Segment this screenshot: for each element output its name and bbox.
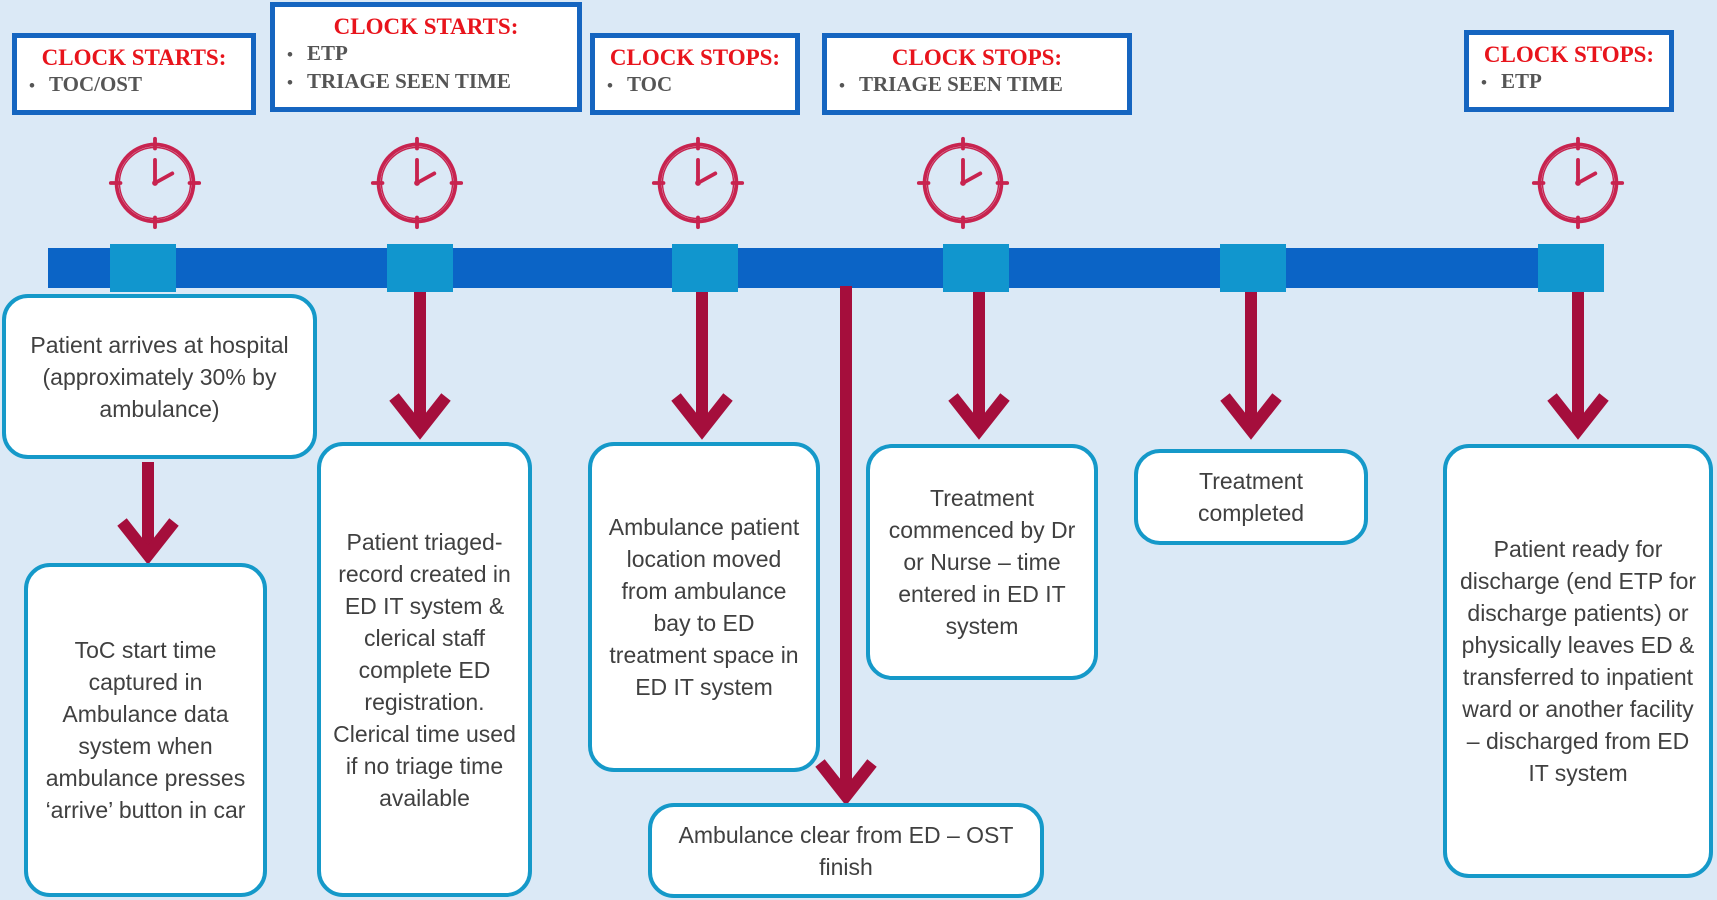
step-text: Patient triaged- record created in ED IT… — [333, 528, 516, 811]
down-arrow — [1220, 292, 1282, 440]
clock-icon — [916, 136, 1010, 230]
down-arrow — [389, 292, 451, 440]
step-patient-arrives: Patient arrives at hospital (approximate… — [2, 294, 317, 459]
clock-box-item: TOC — [607, 71, 783, 99]
clock-box-title: CLOCK STARTS: — [41, 45, 227, 70]
down-arrow — [1547, 292, 1609, 440]
timeline-marker — [1538, 244, 1604, 292]
timeline-marker — [1220, 244, 1286, 292]
step-patient-discharge: Patient ready for discharge (end ETP for… — [1443, 444, 1713, 878]
clock-icon — [108, 136, 202, 230]
down-arrow — [815, 286, 877, 806]
clock-box-title: CLOCK STARTS: — [333, 14, 519, 39]
step-text: Ambulance patient location moved from am… — [608, 514, 800, 700]
clock-icon — [651, 136, 745, 230]
clock-box-item: ETP — [287, 40, 565, 68]
step-ambulance-location-moved: Ambulance patient location moved from am… — [588, 442, 820, 772]
timeline-bar — [48, 248, 1604, 288]
clock-box-title: CLOCK STOPS: — [1483, 42, 1655, 67]
step-ambulance-clear: Ambulance clear from ED – OST finish — [648, 803, 1044, 898]
timeline-marker — [672, 244, 738, 292]
step-text: ToC start time captured in Ambulance dat… — [45, 637, 246, 823]
step-treatment-completed: Treatment completed — [1134, 449, 1368, 545]
down-arrow — [117, 462, 179, 565]
clock-box-item: TOC/OST — [29, 71, 239, 99]
timeline-marker — [387, 244, 453, 292]
clock-box-item: TRIAGE SEEN TIME — [287, 68, 565, 96]
clock-box-title: CLOCK STOPS: — [891, 45, 1063, 70]
step-text: Patient arrives at hospital (approximate… — [30, 331, 289, 422]
timeline-marker — [943, 244, 1009, 292]
step-patient-triaged: Patient triaged- record created in ED IT… — [317, 442, 532, 897]
down-arrow — [671, 292, 733, 440]
clock-icon — [1531, 136, 1625, 230]
clock-box-toc-ost-start: CLOCK STARTS: TOC/OST — [12, 33, 256, 115]
clock-box-title: CLOCK STOPS: — [609, 45, 781, 70]
step-text: Patient ready for discharge (end ETP for… — [1459, 536, 1697, 786]
clock-box-triage-stop: CLOCK STOPS: TRIAGE SEEN TIME — [822, 33, 1132, 115]
clock-box-etp-stop: CLOCK STOPS: ETP — [1464, 30, 1674, 112]
step-text: Treatment completed — [1197, 468, 1305, 526]
step-treatment-commenced: Treatment commenced by Dr or Nurse – tim… — [866, 444, 1098, 680]
clock-box-etp-triage-start: CLOCK STARTS: ETP TRIAGE SEEN TIME — [270, 2, 582, 112]
step-text: Treatment commenced by Dr or Nurse – tim… — [888, 485, 1076, 639]
down-arrow — [948, 292, 1010, 440]
clock-icon — [370, 136, 464, 230]
clock-box-item: TRIAGE SEEN TIME — [839, 71, 1115, 99]
timeline-marker — [110, 244, 176, 292]
clock-box-toc-stop: CLOCK STOPS: TOC — [590, 33, 800, 115]
step-toc-start-time: ToC start time captured in Ambulance dat… — [24, 563, 267, 897]
step-text: Ambulance clear from ED – OST finish — [678, 821, 1014, 880]
clock-box-item: ETP — [1481, 68, 1657, 96]
